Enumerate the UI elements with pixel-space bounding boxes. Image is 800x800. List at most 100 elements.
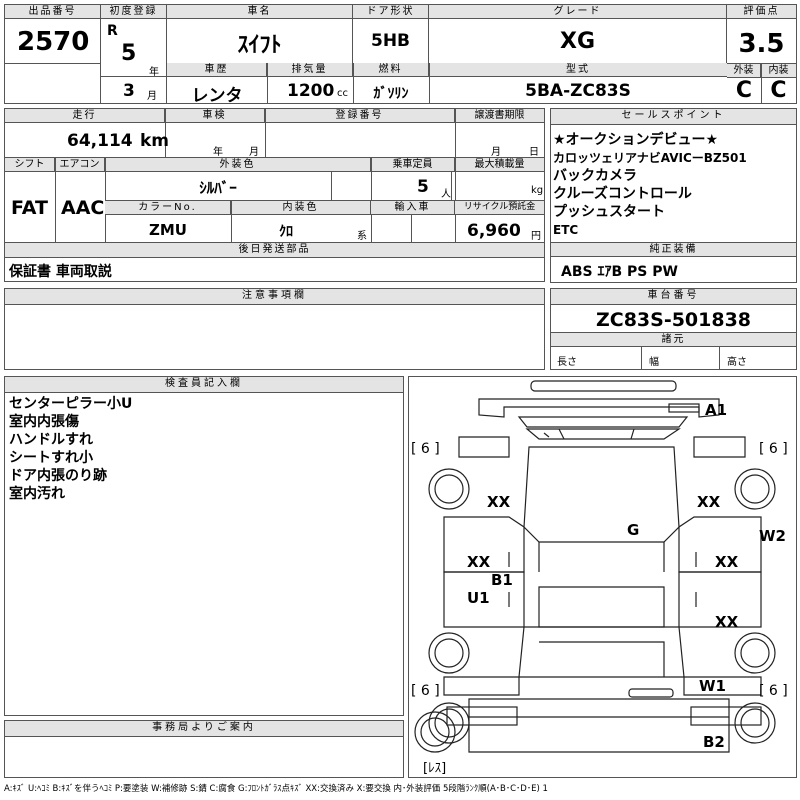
interior-color: ｸﾛ	[279, 224, 293, 240]
door-cell: ドア形状 5HB	[353, 5, 429, 63]
int-label: 内装	[761, 64, 796, 78]
mileage: 64,114	[67, 131, 133, 151]
era: R	[107, 23, 118, 39]
fuel: ｶﾞｿﾘﾝ	[373, 86, 409, 102]
inspector-note: センターピラー小U	[9, 396, 133, 412]
score-cell: 評価点 3.5 外装 内装 C C	[727, 5, 796, 103]
damage-mark: XX	[467, 553, 491, 571]
displacement: 1200	[287, 81, 335, 101]
damage-mark: B1	[491, 571, 513, 589]
history: レンタ	[191, 86, 243, 106]
interior-color-unit: 系	[357, 231, 367, 242]
tire-depth-front-right: [ 6 ]	[759, 441, 788, 457]
damage-diagram: [ 6 ] [ 6 ] [ 6 ] [ 6 ] [ﾚｽ] A1 XX XX G …	[408, 376, 797, 778]
tire-depth-rear-left: [ 6 ]	[411, 683, 440, 699]
tire-depth-front-left: [ 6 ]	[411, 441, 440, 457]
vehicle-detail-section: 走行 車検 登録番号 譲渡書期限 64,114 km 年 月 月 日 シフト エ…	[4, 108, 545, 258]
late-parts: 保証書 車両取説	[9, 264, 112, 280]
import-label: 輸入車	[371, 201, 455, 215]
specs-label: 諸元	[551, 333, 796, 347]
inspector-note: ドア内張のり跡	[9, 468, 107, 484]
grade-cell: グレード XG	[429, 5, 727, 63]
legend: A:ｷｽﾞ U:ﾍｺﾐ B:ｷｽﾞを伴うﾍｺﾐ P:要塗装 W:補修跡 S:錆 …	[4, 784, 548, 794]
inspector-notes: センターピラー小U 室内内張傷 ハンドルすれ シートすれ小 ドア内張のり跡 室内…	[9, 395, 132, 503]
chassis-section: 車台番号 ZC83S-501838 諸元 長さ 幅 高さ	[550, 288, 797, 370]
inspection-month: 月	[249, 147, 259, 158]
door-label: ドア形状	[353, 5, 428, 19]
sales-point-item: ★オークションデビュー★	[553, 132, 719, 148]
chassis-label: 車台番号	[551, 289, 796, 305]
first-registration-cell: 初度登録 R 5 年 3 月	[101, 5, 167, 103]
spec-length: 長さ	[557, 357, 577, 368]
car-name: ｽｲﾌﾄ	[237, 33, 282, 58]
damage-mark: W1	[699, 677, 726, 695]
displacement-unit: cc	[337, 88, 348, 99]
lot-number: 2570	[17, 27, 90, 57]
mileage-label: 走行	[5, 109, 165, 123]
fuel-label: 燃料	[353, 63, 429, 77]
notes-section: 注意事項欄	[4, 288, 545, 370]
body-color: ｼﾙﾊﾞｰ	[199, 179, 237, 197]
inspector-label: 検査員記入欄	[5, 377, 403, 393]
year-unit: 年	[149, 67, 159, 78]
score-label: 評価点	[727, 5, 796, 19]
inspector-note: 室内内張傷	[9, 414, 79, 430]
max-load-label: 最大積載量	[455, 158, 544, 172]
shift: FAT	[11, 197, 48, 219]
capacity: 5	[417, 177, 429, 197]
interior-color-label: 内装色	[231, 201, 371, 215]
late-parts-label: 後日発送部品	[5, 243, 544, 257]
door-type: 5HB	[370, 31, 410, 51]
equipment: ABS ｴｱB PS PW	[561, 264, 678, 280]
sales-point-item: プッシュスタート	[553, 204, 665, 220]
lot-number-cell: 出品番号 2570	[5, 5, 101, 103]
body-color-label: 外装色	[105, 158, 371, 172]
chassis-number: ZC83S-501838	[595, 309, 752, 331]
shift-label: シフト	[5, 158, 55, 172]
sales-points-list: ★オークションデビュー★ カロッツェリアナビAVICーBZ501 バックカメラ …	[553, 131, 747, 239]
inspector-note: ハンドルすれ	[9, 432, 93, 448]
month-unit: 月	[147, 91, 157, 102]
score: 3.5	[738, 29, 785, 59]
mileage-unit: km	[140, 131, 170, 151]
equipment-label: 純正装備	[551, 243, 796, 257]
damage-mark: XX	[487, 493, 511, 511]
transfer-day: 日	[529, 147, 539, 158]
damage-mark: U1	[467, 589, 490, 607]
ext-grade: C	[735, 78, 753, 103]
color-number-label: カラーNo.	[105, 201, 231, 215]
grade-label: グレード	[429, 5, 726, 19]
inspection-label: 車検	[165, 109, 265, 123]
sales-point-item: バックカメラ	[553, 168, 637, 184]
car-name-cell: 車名 ｽｲﾌﾄ	[167, 5, 353, 63]
damage-mark: XX	[715, 553, 739, 571]
damage-mark: G	[627, 521, 640, 539]
damage-mark: A1	[705, 401, 728, 419]
int-grade: C	[770, 78, 787, 103]
model: 5BA-ZC83S	[525, 81, 631, 101]
grade: XG	[559, 29, 596, 54]
inspection-year: 年	[213, 147, 223, 158]
car-outline-drawing	[414, 380, 776, 753]
notes-label: 注意事項欄	[5, 289, 544, 305]
office-section: 事務局よりご案内	[4, 720, 404, 778]
capacity-unit: 人	[441, 189, 451, 200]
recycle-deposit-label: リサイクル預託金	[455, 201, 544, 215]
ext-label: 外装	[727, 64, 761, 78]
sales-point-item: クルーズコントロール	[553, 186, 692, 202]
spare-tire-note: [ﾚｽ]	[423, 761, 447, 776]
max-load-unit: kg	[531, 185, 544, 196]
car-name-label: 車名	[167, 5, 352, 19]
sales-point-item: ETC	[553, 223, 579, 237]
inspector-section: 検査員記入欄 センターピラー小U 室内内張傷 ハンドルすれ シートすれ小 ドア内…	[4, 376, 404, 716]
damage-mark: W2	[759, 527, 786, 545]
color-number: ZMU	[149, 221, 187, 239]
lot-number-label: 出品番号	[5, 5, 100, 19]
reg-month: 3	[123, 81, 135, 101]
tire-depth-rear-right: [ 6 ]	[759, 683, 788, 699]
model-label: 型式	[429, 63, 727, 77]
capacity-label: 乗車定員	[371, 158, 455, 172]
late-parts-box: 保証書 車両取説	[4, 257, 545, 282]
reg-year: 5	[121, 41, 137, 66]
transfer-deadline-label: 譲渡書期限	[455, 109, 544, 123]
